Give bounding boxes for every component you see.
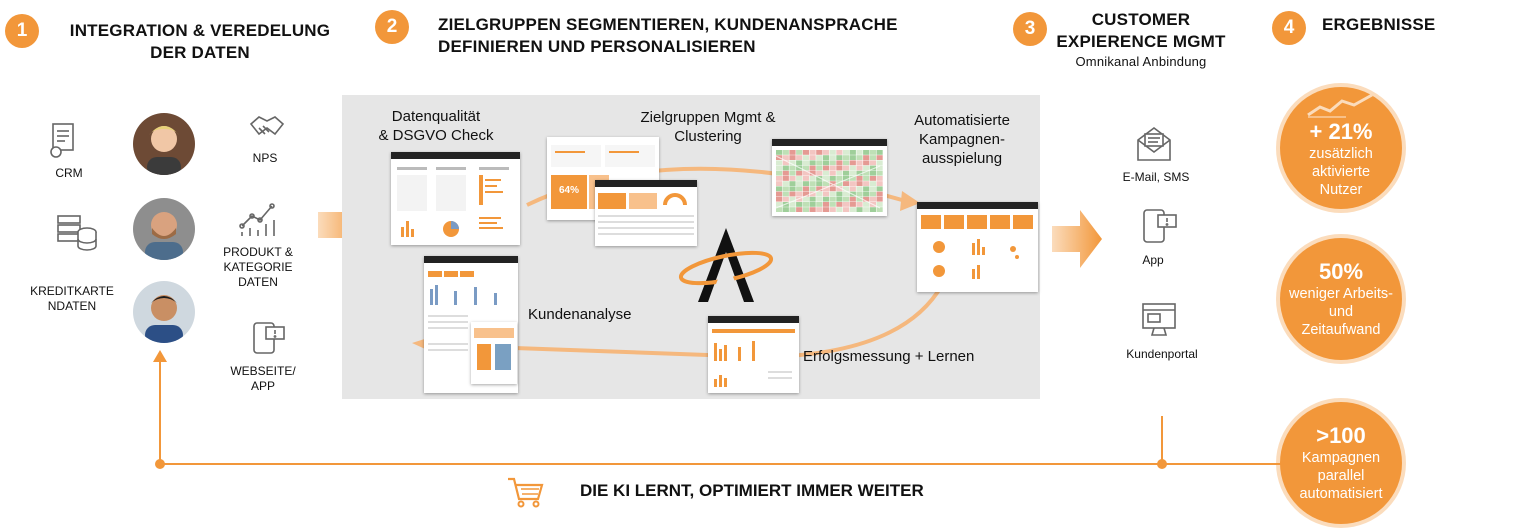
channel-portal-label: Kundenportal	[1126, 347, 1198, 361]
channel-email-label: E-Mail, SMS	[1122, 170, 1190, 184]
channel-app-label: App	[1142, 253, 1164, 267]
kundenanalyse-report-card	[471, 322, 517, 384]
dashboard-kampagnen	[917, 202, 1038, 292]
handshake-icon	[249, 116, 285, 136]
result-zeitaufwand: 50% weniger Arbeits- und Zeitaufwand	[1280, 238, 1402, 360]
dashboard-erfolgsmessung	[708, 316, 799, 393]
step-1-badge: 1	[5, 14, 39, 48]
step-4-badge: 4	[1272, 11, 1306, 45]
email-icon	[1137, 127, 1171, 161]
footer-text: DIE KI LERNT, OPTIMIERT IMMER WEITER	[580, 481, 924, 500]
database-icon	[57, 215, 97, 251]
shopping-cart-icon	[508, 477, 544, 508]
datenqualitaet-label: Datenqualität& DSGVO Check	[378, 108, 494, 144]
growth-chart-icon	[239, 203, 275, 236]
kundenanalyse-label: Kundenanalyse	[528, 306, 632, 323]
step-2-title: ZIELGRUPPEN SEGMENTIEREN, KUNDENANSPRACH…	[438, 15, 898, 56]
arrow-right-icon-2	[1052, 210, 1102, 268]
avatar-man-smiling	[133, 281, 195, 343]
nps-label: NPS	[252, 151, 278, 165]
avatar-woman	[133, 113, 195, 175]
feedback-loop-line	[153, 350, 1290, 469]
dashboard-heatmap	[772, 139, 887, 216]
percent-tile-value: 64%	[559, 185, 580, 196]
result-nutzer: + 21% zusätzlich aktivierte Nutzer	[1280, 87, 1402, 209]
step-3-badge: 3	[1013, 12, 1047, 46]
zielgruppen-label: Zielgruppen Mgmt &Clustering	[640, 109, 776, 145]
erfolgsmessung-label: Erfolgsmessung + Lernen	[803, 348, 975, 365]
avatar-man-beard	[133, 198, 195, 260]
growth-line-icon	[1307, 93, 1373, 118]
crm-document-icon	[50, 123, 74, 158]
dashboard-zielgruppen-detail	[595, 180, 697, 246]
webseite-label: WEBSEITE/APP	[230, 364, 296, 393]
step-4-title: ERGEBNISSE	[1322, 15, 1436, 34]
step-2-badge: 2	[375, 10, 409, 44]
crm-label: CRM	[55, 166, 83, 180]
step-3-subtitle: Omnikanal Anbindung	[1075, 54, 1207, 69]
portal-monitor-icon	[1142, 303, 1176, 336]
app-tablet-icon	[1143, 209, 1177, 243]
dashboard-datenqualitaet	[391, 152, 520, 245]
company-logo-icon	[678, 228, 774, 302]
result-kampagnen: >100 Kampagnen parallel automatisiert	[1280, 402, 1402, 524]
tablet-app-icon	[253, 322, 285, 354]
